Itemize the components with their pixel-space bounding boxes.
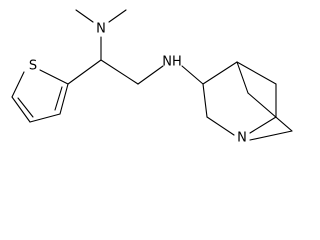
- bond-methyl-right: [108, 9, 127, 23]
- thiophene-bond-c3-c2: [59, 83, 69, 115]
- thiophene-ring: S: [11, 59, 102, 123]
- thiophene-double-c5-c4: [17, 97, 34, 118]
- linker-nh-label: NH: [162, 55, 182, 70]
- thiophene-bond-c2-s: [39, 69, 69, 85]
- bond-ch-to-ch2: [100, 59, 139, 85]
- quin-bond-c2-n1: [206, 116, 235, 136]
- thiophene-double-c3-c2: [54, 86, 63, 111]
- bond-methyl-left: [75, 9, 94, 23]
- dimethylamino-group: N: [75, 9, 127, 61]
- bond-nh-to-quinuclidine: [181, 65, 204, 85]
- bond-ch-to-thiophene: [67, 59, 102, 85]
- quin-bond-c7-c8: [247, 92, 293, 132]
- ethyl-linker: NH: [100, 55, 204, 85]
- bond-ch2-to-nh: [137, 65, 164, 85]
- quinuclidine-cage: N: [202, 61, 293, 146]
- amine-n-label: N: [96, 22, 106, 37]
- quin-bond-c3-c2: [202, 83, 208, 118]
- molecule-diagram: N S NH: [11, 9, 293, 146]
- quin-bond-c3-c4: [202, 61, 238, 85]
- thiophene-s-label: S: [29, 59, 37, 74]
- quin-bond-c6-n1: [249, 116, 277, 134]
- quin-bond-c4-c5: [236, 61, 277, 85]
- thiophene-bond-s-c5: [11, 71, 25, 98]
- thiophene-bond-c4-c3: [29, 113, 61, 123]
- quin-bond-c8-n1: [249, 130, 293, 141]
- thiophene-bond-c5-c4: [11, 96, 31, 123]
- quinuclidine-n-label: N: [237, 131, 247, 146]
- quin-bond-c4-c7: [236, 61, 249, 94]
- structure-drawing: N S NH: [11, 9, 293, 146]
